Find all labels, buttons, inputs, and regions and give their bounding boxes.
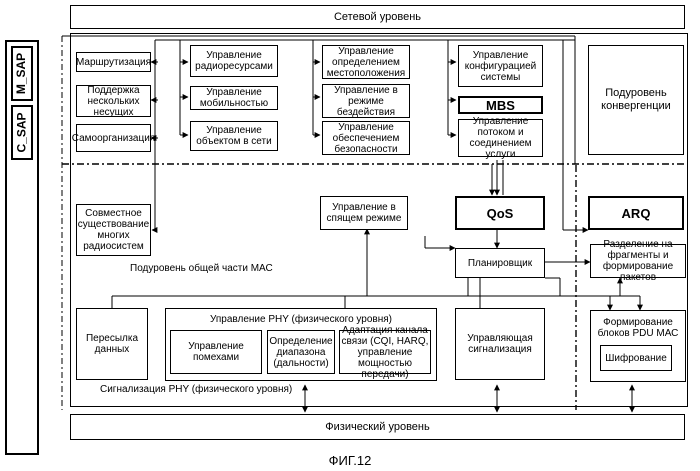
qos-block: QoS bbox=[455, 196, 545, 230]
link-adaptation-block: Адаптация канала связи (CQI, HARQ, управ… bbox=[339, 330, 431, 374]
self-organization-block: Самоорганизация bbox=[76, 124, 151, 152]
figure-caption: ФИГ.12 bbox=[0, 453, 700, 468]
multi-carrier-block: Поддержка нескольких несущих bbox=[76, 85, 151, 117]
phy-signaling-label: Сигнализация PHY (физического уровня) bbox=[100, 384, 320, 395]
radio-resource-block: Управление радиоресурсами bbox=[190, 45, 278, 77]
pdu-formation-label: Формирование блоков PDU МАС bbox=[591, 317, 685, 339]
phy-control-label: Управление PHY (физического уровня) bbox=[210, 314, 392, 325]
mobility-block: Управление мобильностью bbox=[190, 86, 278, 110]
network-entry-block: Управление объектом в сети bbox=[190, 121, 278, 151]
network-layer: Сетевой уровень bbox=[70, 5, 685, 29]
common-part-label: Подуровень общей части МАС bbox=[130, 263, 290, 274]
m-sap-label: M_SAP bbox=[17, 53, 28, 94]
physical-layer: Физический уровень bbox=[70, 414, 685, 440]
sap-column bbox=[5, 40, 39, 455]
security-block: Управление обеспечением безопасности bbox=[322, 121, 410, 155]
convergence-sublayer: Подуровень конвергенции bbox=[588, 45, 684, 155]
ranging-block: Определение диапазона (дальности) bbox=[267, 330, 335, 374]
data-forwarding-block: Пересылка данных bbox=[76, 308, 148, 380]
encryption-block: Шифрование bbox=[600, 345, 672, 371]
mbs-block: MBS bbox=[458, 96, 543, 114]
interference-block: Управление помехами bbox=[170, 330, 262, 374]
service-flow-block: Управление потоком и соединением услуги bbox=[458, 119, 543, 157]
idle-mode-block: Управление в режиме бездействия bbox=[322, 84, 410, 118]
m-sap-box: M_SAP bbox=[11, 46, 33, 101]
control-signaling-block: Управляющая сигнализация bbox=[455, 308, 545, 380]
routing-block: Маршрутизация bbox=[76, 52, 151, 72]
c-sap-label: C_SAP bbox=[17, 112, 28, 152]
arq-block: ARQ bbox=[588, 196, 684, 230]
location-block: Управление определением местоположения bbox=[322, 45, 410, 79]
c-sap-box: C_SAP bbox=[11, 105, 33, 160]
fragmentation-block: Разделение на фрагменты и формирование п… bbox=[590, 244, 686, 278]
sleep-mode-block: Управление в спящем режиме bbox=[320, 196, 408, 230]
coexistence-block: Совместное существование многих радиосис… bbox=[76, 204, 151, 256]
scheduler-block: Планировщик bbox=[455, 248, 545, 278]
system-config-block: Управление конфигурацией системы bbox=[458, 45, 543, 87]
